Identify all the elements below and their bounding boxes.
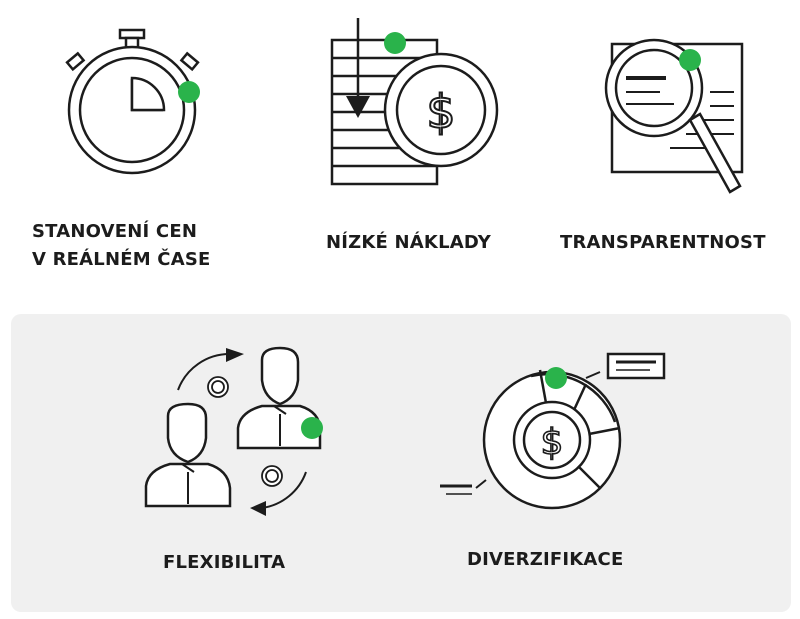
accent-dot (679, 49, 701, 71)
label-line: STANOVENÍ CEN (32, 221, 198, 242)
label-line: TRANSPARENTNOST (560, 232, 766, 253)
feature-label-realtime-pricing: STANOVENÍ CEN V REÁLNÉM ČASE (32, 218, 211, 274)
feature-label-flexibility: FLEXIBILITA (163, 549, 285, 577)
label-line: FLEXIBILITA (163, 552, 286, 573)
label-line: DIVERZIFIKACE (467, 549, 624, 570)
dollar-glyph: $ (541, 422, 564, 463)
accent-dot (384, 32, 406, 54)
dollar-glyph: $ (426, 85, 455, 139)
accent-dot (301, 417, 323, 439)
accent-dot (178, 81, 200, 103)
feature-label-low-costs: NÍZKÉ NÁKLADY (326, 229, 491, 257)
label-line: NÍZKÉ NÁKLADY (326, 232, 491, 253)
feature-label-transparency: TRANSPARENTNOST (560, 229, 766, 257)
label-line: V REÁLNÉM ČASE (32, 249, 211, 270)
feature-label-diversification: DIVERZIFIKACE (467, 546, 623, 574)
accent-dot (545, 367, 567, 389)
